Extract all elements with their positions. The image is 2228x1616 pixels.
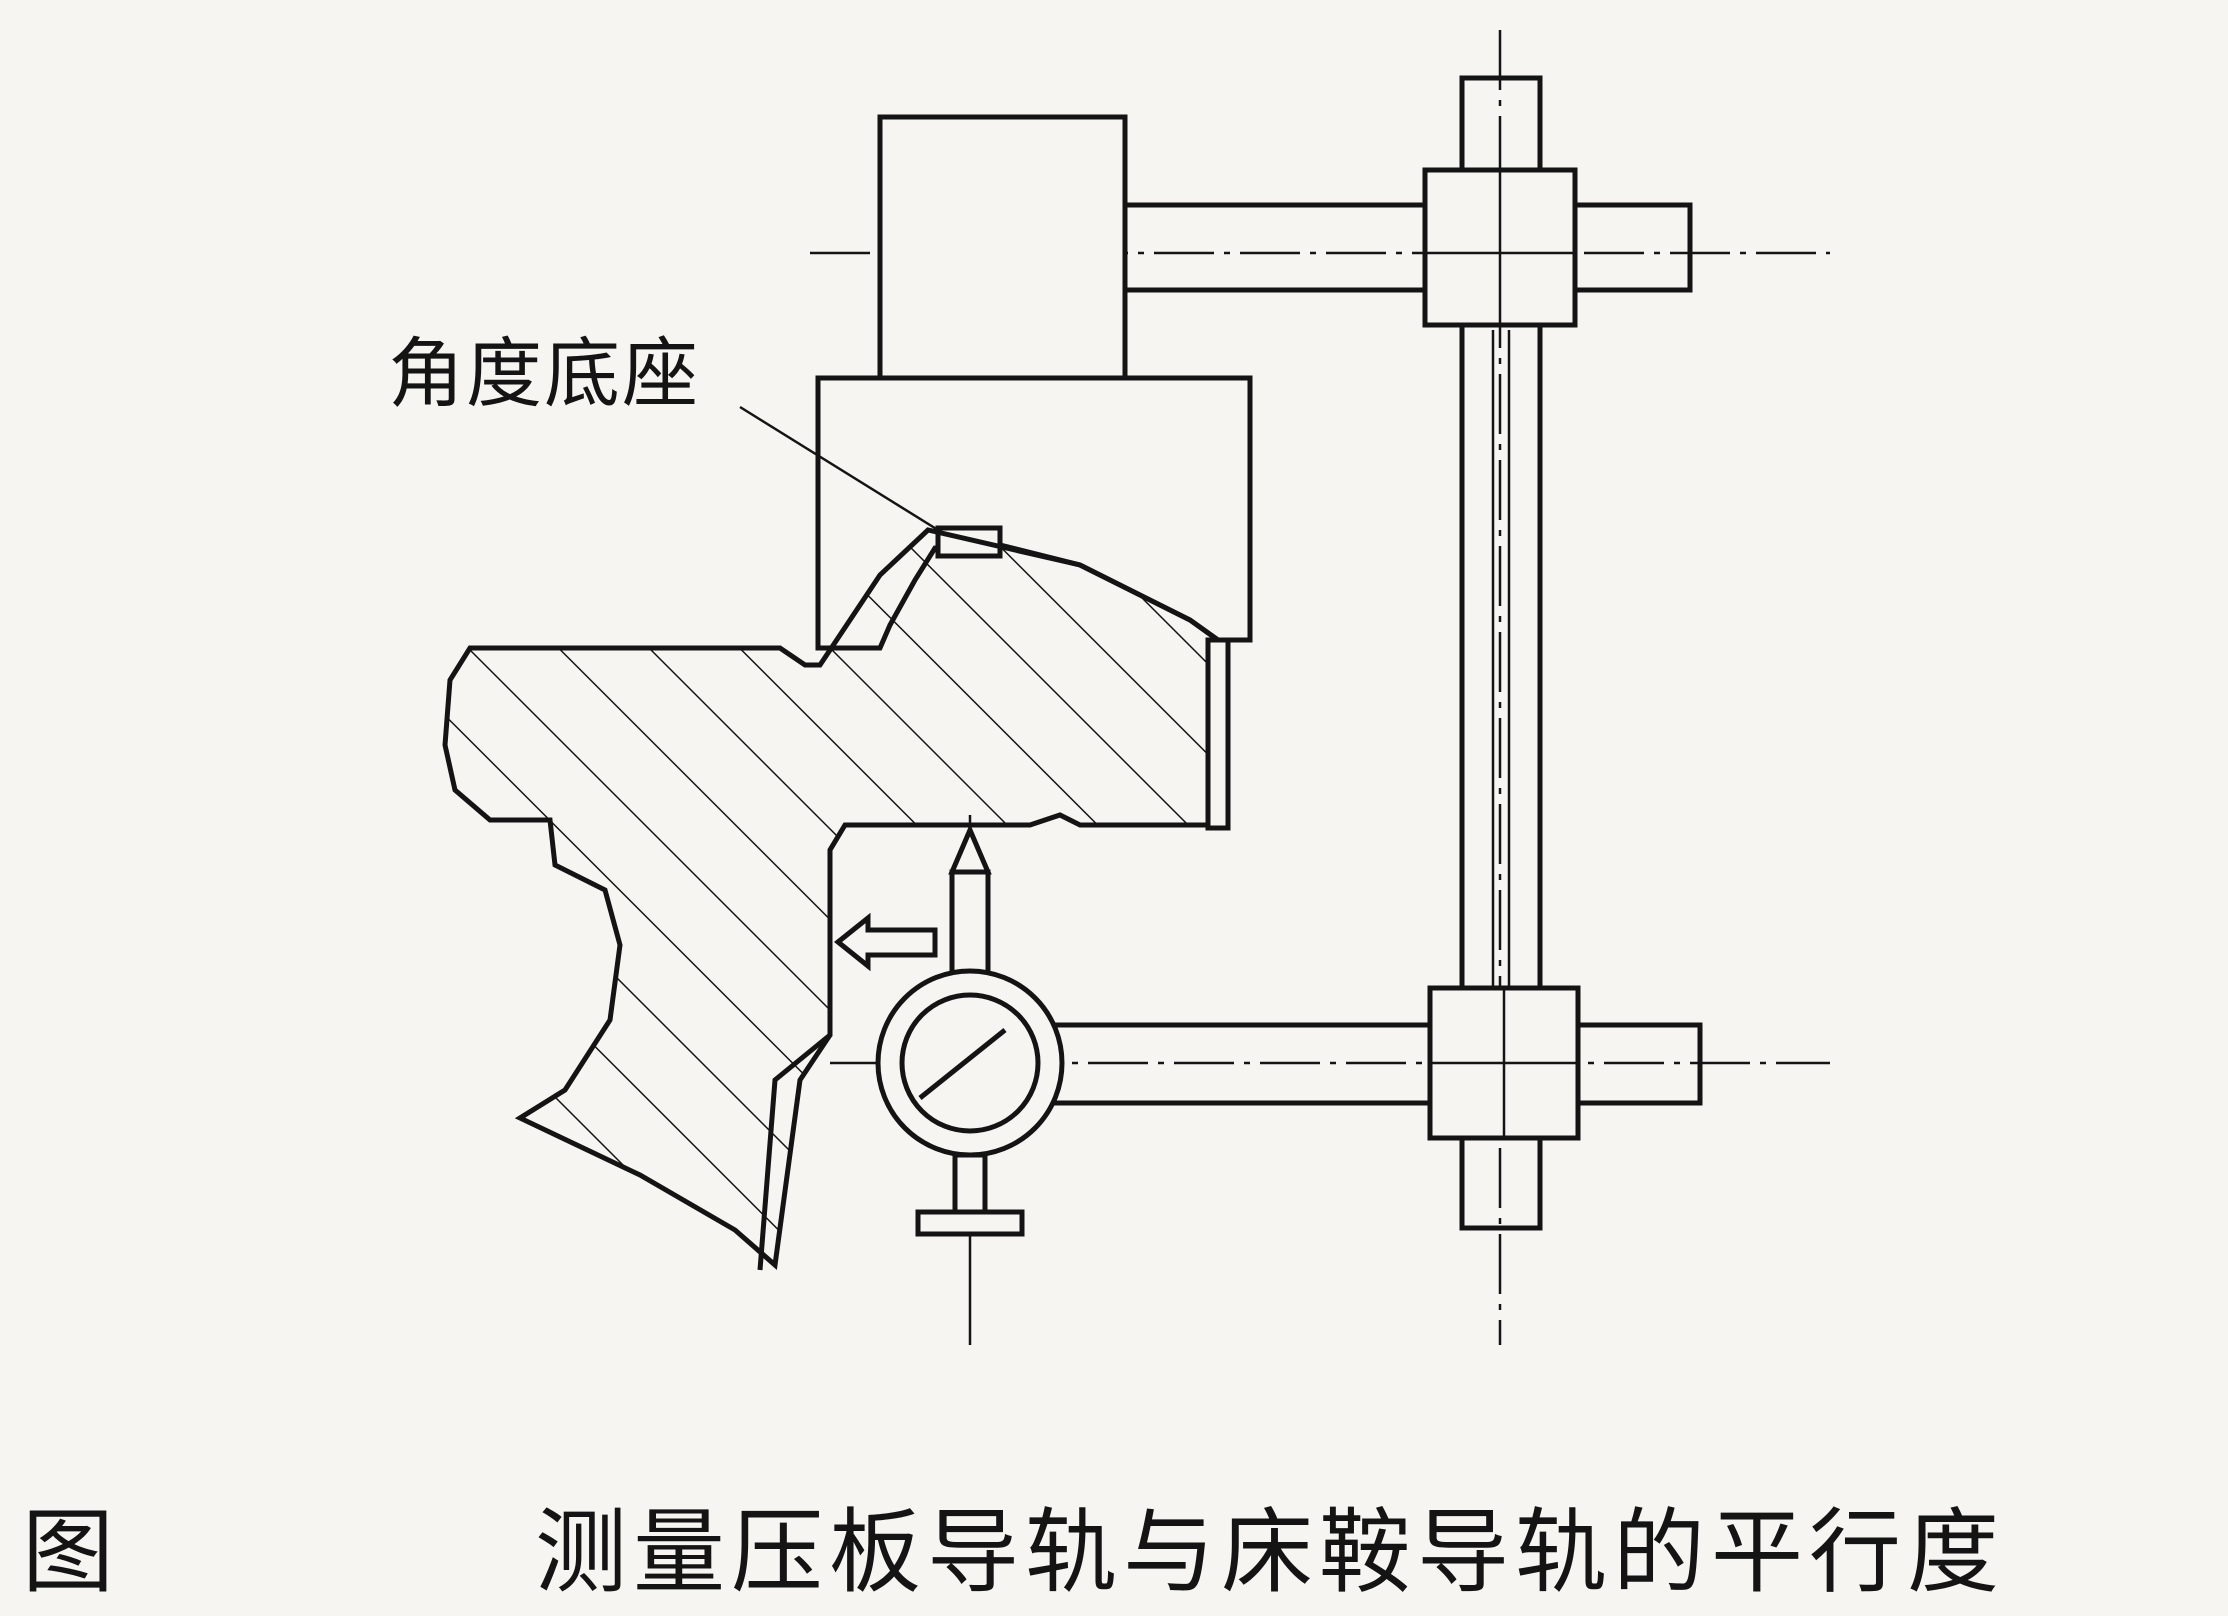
direction-arrow bbox=[833, 912, 938, 972]
pressure-plate-strip bbox=[1205, 637, 1231, 831]
figure-prefix: 图 bbox=[22, 1499, 115, 1606]
probe-stem bbox=[949, 869, 991, 985]
lower-arm bbox=[830, 985, 1830, 1141]
indicator-dial-face bbox=[899, 992, 1041, 1134]
label-leader-line bbox=[739, 405, 939, 532]
figure-caption: 测量压板导轨与床鞍导轨的平行度 bbox=[535, 1499, 2006, 1606]
indicator-foot bbox=[915, 1209, 1025, 1237]
upper-instrument-box bbox=[877, 114, 1128, 382]
dial-indicator bbox=[875, 815, 1065, 1345]
indicator-needle bbox=[918, 1028, 1007, 1100]
probe-tip bbox=[948, 823, 992, 875]
indicator-stem-lower bbox=[952, 1152, 988, 1223]
angle-base-label: 角度底座 bbox=[388, 329, 700, 418]
